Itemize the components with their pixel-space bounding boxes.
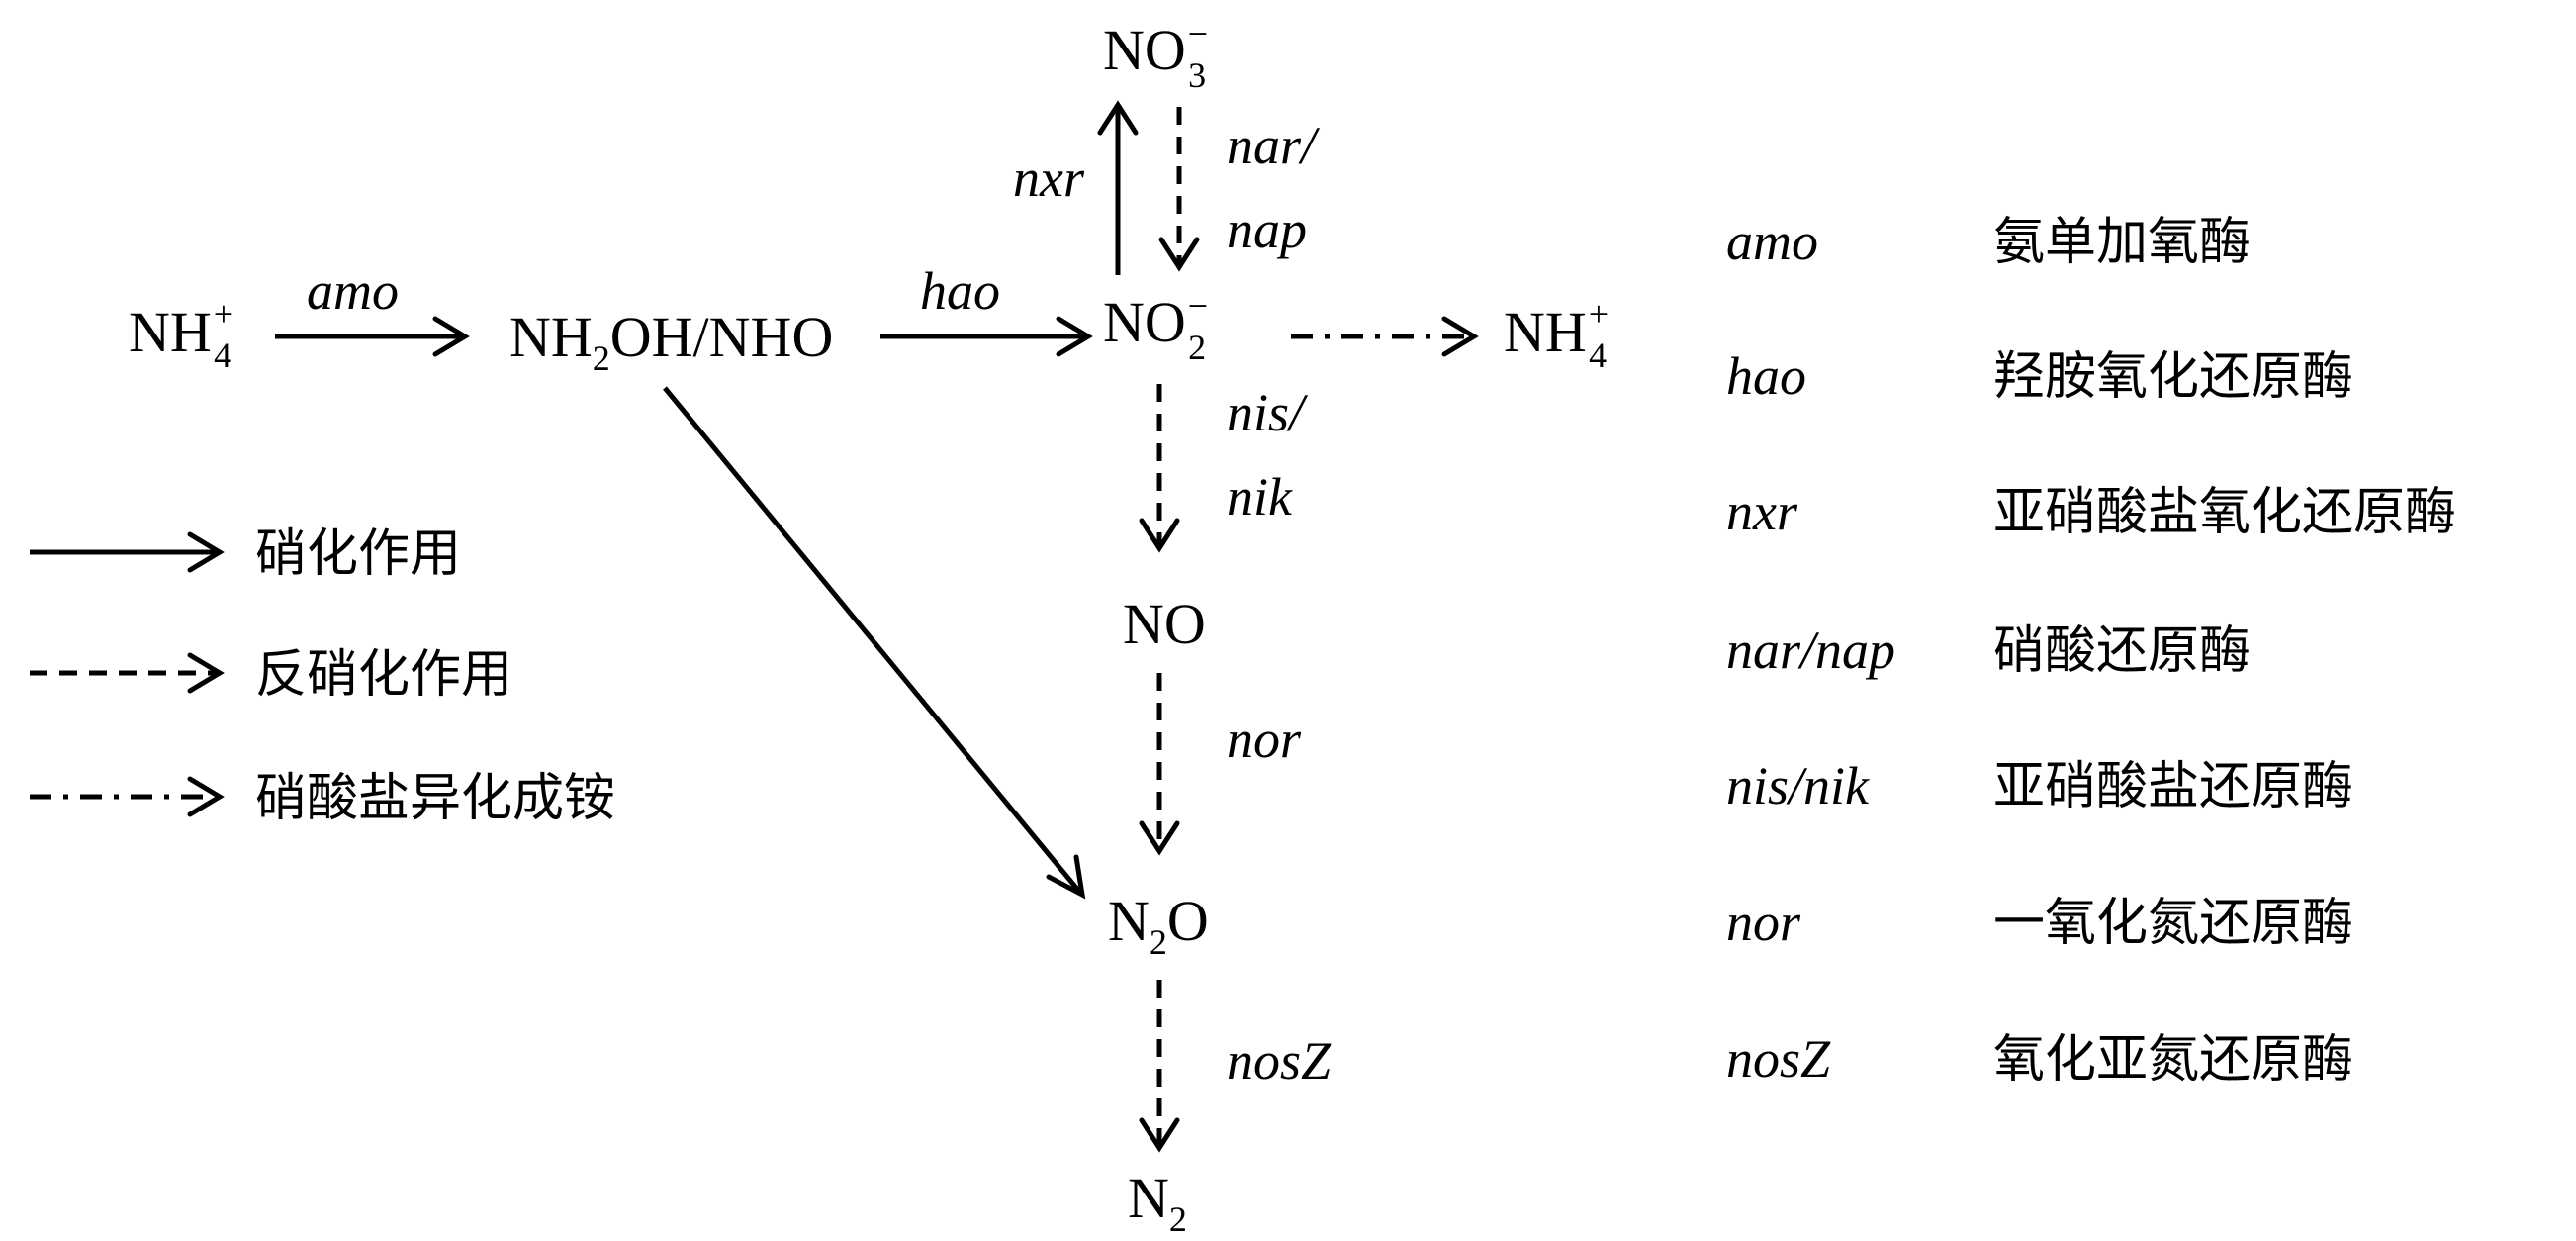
enzyme-table: amo 氨单加氧酶 hao 羟胺氧化还原酶 nxr 亚硝酸盐氧化还原酶 nar/… [1726,212,2456,1090]
enzyme-gene: nar/nap [1726,620,1895,680]
label-hao: hao [920,261,1000,321]
node-no2: NO−2 [1103,286,1208,367]
legend-item-nitrification: 硝化作用 [30,525,461,584]
node-n2o: N2O [1108,889,1209,962]
node-no: NO [1123,592,1206,656]
legend-item-denitrification: 反硝化作用 [30,645,512,705]
arrow-nis-nik [1139,384,1180,553]
enzyme-gene: nxr [1726,482,1798,541]
label-nxr: nxr [1013,148,1085,208]
enzyme-name: 氨单加氧酶 [1993,213,2251,272]
arrow-nxr [1097,100,1139,275]
node-no3: NO−3 [1103,14,1208,95]
node-nh2oh-nho: NH2OH/NHO [509,305,833,378]
enzyme-name: 羟胺氧化还原酶 [1993,347,2353,407]
legend-item-dnra: 硝酸盐异化成铵 [30,769,615,828]
legend: 硝化作用 反硝化作用 硝酸盐异化成铵 [30,525,615,828]
label-nik: nik [1227,467,1293,526]
arrow-dnra [1291,316,1479,357]
enzyme-gene: nosZ [1726,1029,1831,1089]
enzyme-name: 硝酸还原酶 [1993,621,2251,681]
arrow-nosz [1139,980,1180,1153]
label-nor: nor [1227,710,1302,769]
label-nosz: nosZ [1227,1031,1332,1091]
enzyme-gene: nis/nik [1726,756,1870,815]
node-nh4-right: NH+4 [1504,294,1609,375]
legend-label-denitrification: 反硝化作用 [255,645,512,705]
enzyme-name: 一氧化氮还原酶 [1993,894,2353,953]
enzyme-name: 亚硝酸盐氧化还原酶 [1993,483,2456,542]
legend-label-dnra: 硝酸盐异化成铵 [255,769,615,828]
arrow-hao [880,316,1093,357]
label-nis: nis/ [1227,383,1309,442]
label-amo: amo [307,261,399,321]
enzyme-gene: amo [1726,212,1818,271]
enzyme-name: 亚硝酸盐还原酶 [1993,757,2353,816]
legend-label-nitrification: 硝化作用 [255,525,461,584]
arrow-nar-nap [1158,107,1200,272]
enzyme-gene: nor [1726,893,1801,952]
arrow-nh2oh-to-n2o [663,386,1086,900]
enzyme-name: 氧化亚氮还原酶 [1993,1030,2353,1090]
arrow-nor [1139,673,1180,856]
enzyme-gene: hao [1726,346,1806,406]
node-nh4-left: NH+4 [129,294,233,375]
arrow-amo [275,316,470,357]
label-nap: nap [1227,200,1307,259]
node-n2: N2 [1128,1166,1187,1239]
label-nar: nar/ [1227,116,1321,175]
